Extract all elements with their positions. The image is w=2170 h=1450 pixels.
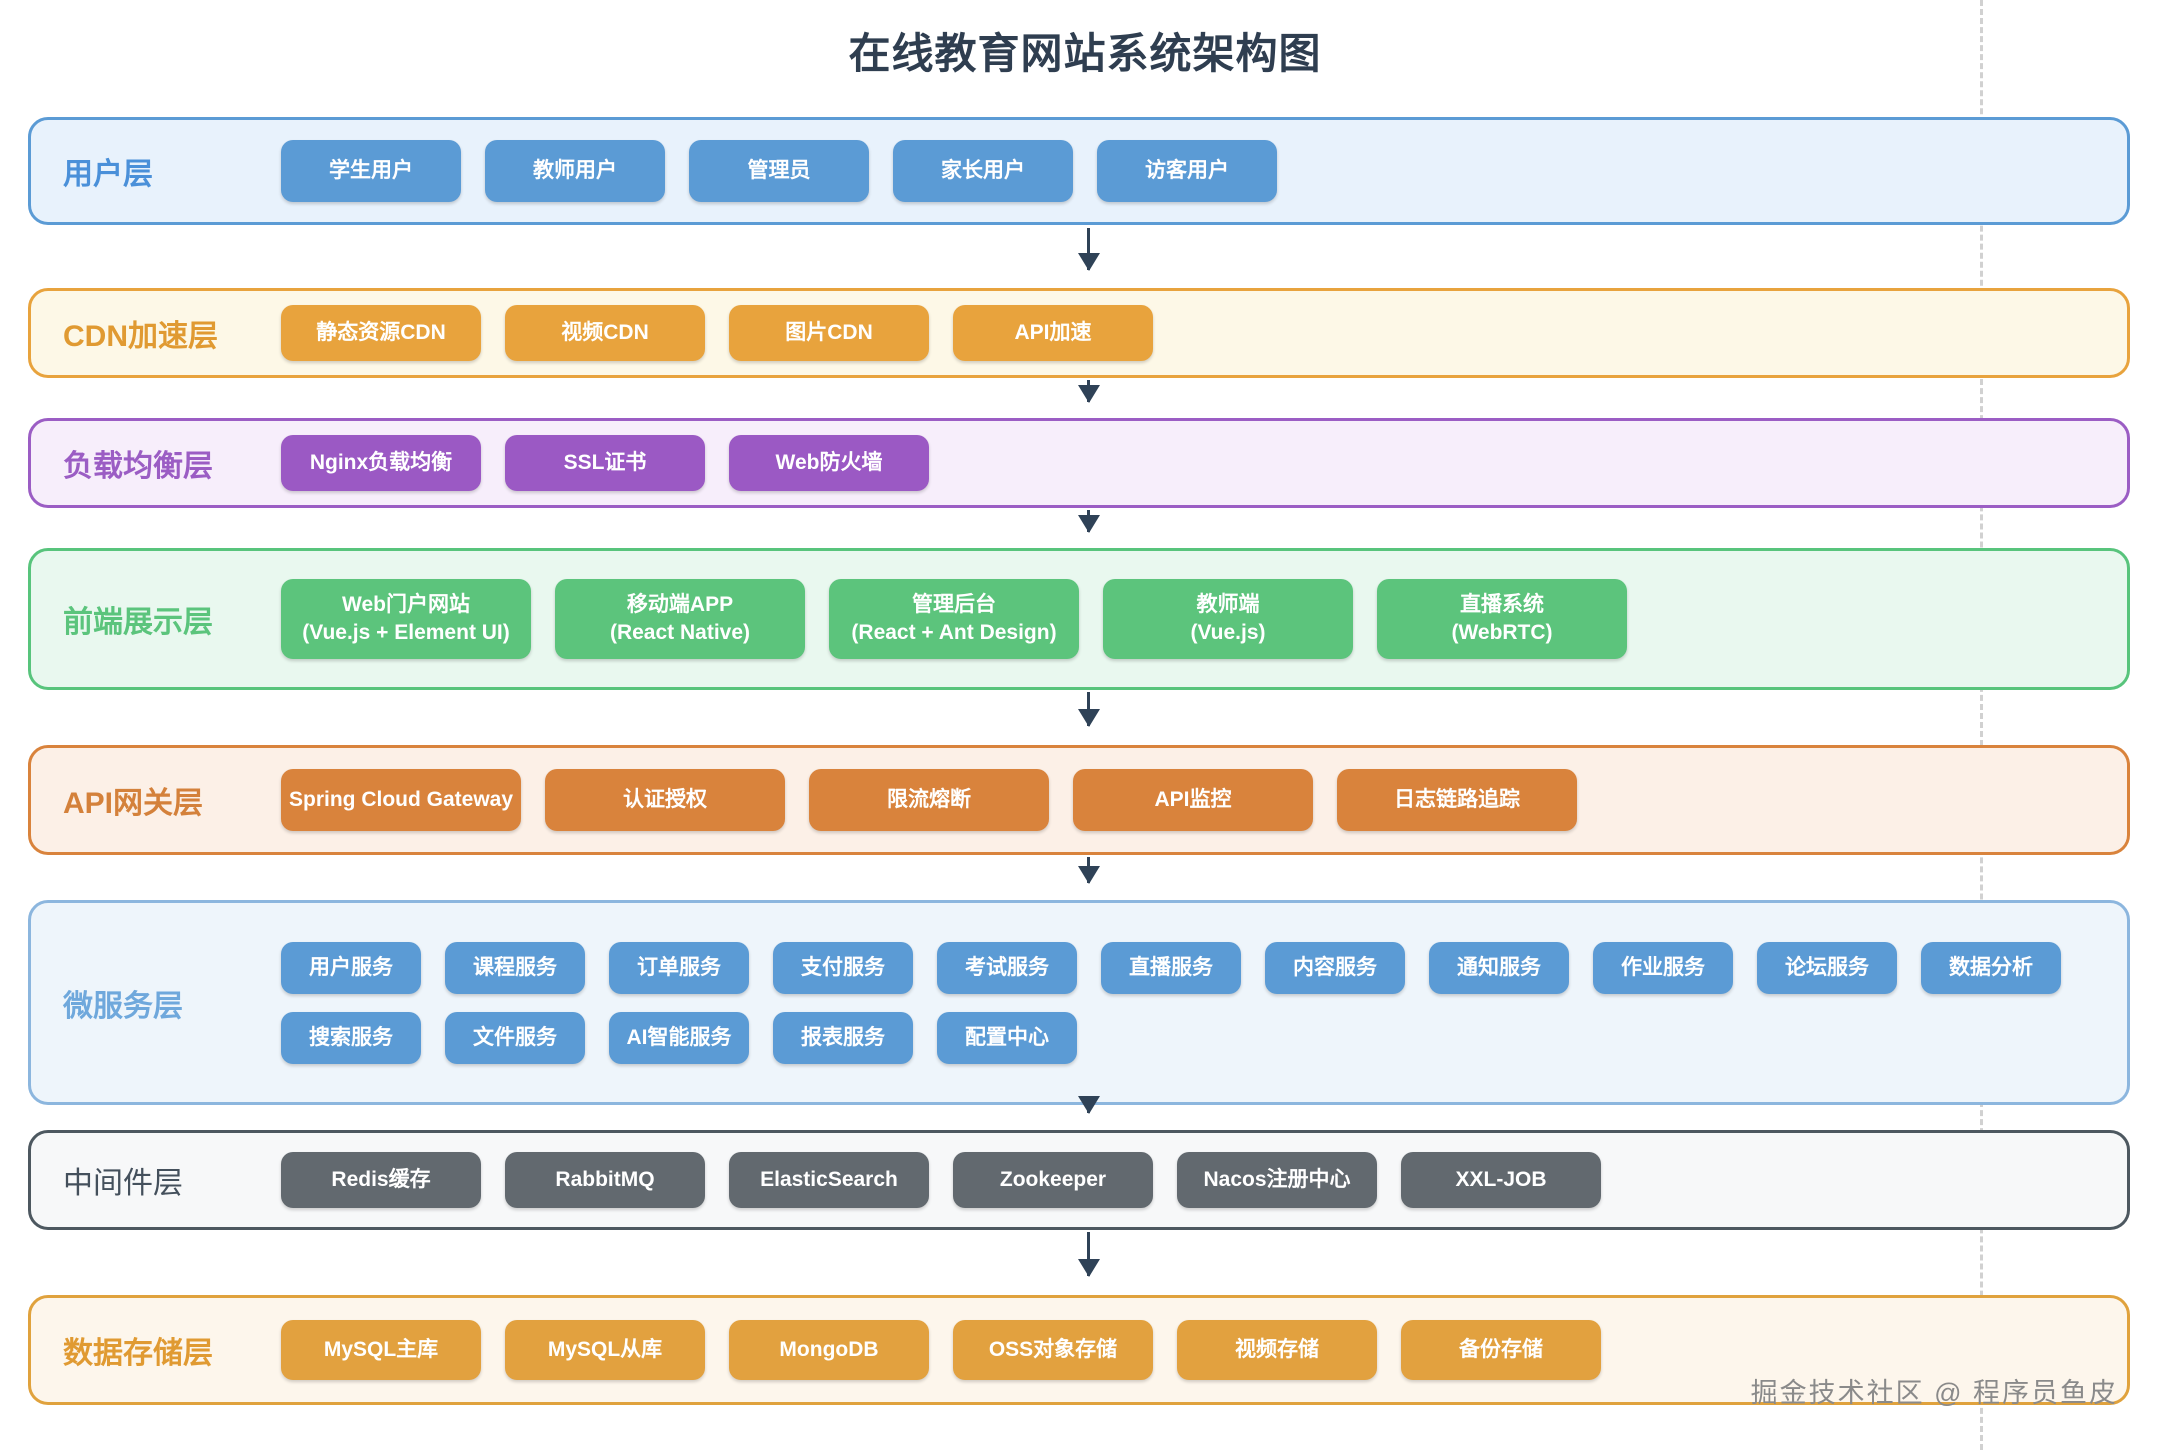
loadbalance-layer: 负载均衡层 Nginx负载均衡 SSL证书 Web防火墙 — [28, 418, 2130, 508]
arrow-cdn-to-loadbalance — [1087, 380, 1090, 402]
node-box[interactable]: 移动端APP (React Native) — [555, 579, 805, 659]
watermark-credit: 掘金技术社区 @ 程序员鱼皮 — [1750, 1378, 2118, 1408]
node-box[interactable]: 限流熔断 — [809, 769, 1049, 831]
node-box[interactable]: 管理员 — [689, 140, 869, 202]
arrow-micro-to-middleware — [1087, 1107, 1090, 1113]
node-box[interactable]: 配置中心 — [937, 1011, 1077, 1064]
node-box[interactable]: 图片CDN — [729, 305, 929, 361]
microservice-layer-nodes: 用户服务课程服务订单服务支付服务考试服务直播服务内容服务通知服务作业服务论坛服务… — [281, 941, 2127, 1064]
user-layer: 用户层 学生用户教师用户管理员家长用户访客用户 — [28, 117, 2130, 225]
node-box[interactable]: 备份存储 — [1401, 1320, 1601, 1380]
arrow-front-to-gateway — [1087, 692, 1090, 726]
node-box[interactable]: 直播系统 (WebRTC) — [1377, 579, 1627, 659]
node-box[interactable]: ElasticSearch — [729, 1152, 929, 1208]
node-box[interactable]: Spring Cloud Gateway — [281, 769, 521, 831]
frontend-layer-nodes: Web门户网站 (Vue.js + Element UI) 移动端APP (Rea… — [281, 579, 2127, 659]
apigateway-layer-title: API网关层 — [63, 787, 204, 820]
user-layer-nodes: 学生用户教师用户管理员家长用户访客用户 — [281, 140, 2127, 202]
node-box[interactable]: 作业服务 — [1593, 941, 1733, 994]
cdn-layer-title: CDN加速层 — [63, 320, 218, 353]
node-box[interactable]: 学生用户 — [281, 140, 461, 202]
node-box[interactable]: 家长用户 — [893, 140, 1073, 202]
node-box[interactable]: XXL-JOB — [1401, 1152, 1601, 1208]
cdn-layer-nodes: 静态资源CDN 视频CDN 图片CDN API加速 — [281, 305, 2127, 361]
microservice-layer: 微服务层 用户服务课程服务订单服务支付服务考试服务直播服务内容服务通知服务作业服务… — [28, 900, 2130, 1105]
node-box[interactable]: MySQL从库 — [505, 1320, 705, 1380]
node-box[interactable]: MongoDB — [729, 1320, 929, 1380]
node-box[interactable]: 视频CDN — [505, 305, 705, 361]
storage-layer: 数据存储层 MySQL主库 MySQL从库 MongoDB OSS对象存储视频存储备份存… — [28, 1295, 2130, 1405]
storage-layer-title: 数据存储层 — [63, 1337, 213, 1370]
arrow-gateway-to-micro — [1087, 857, 1090, 883]
node-box[interactable]: 报表服务 — [773, 1011, 913, 1064]
node-box[interactable]: 搜索服务 — [281, 1011, 421, 1064]
node-box[interactable]: 视频存储 — [1177, 1320, 1377, 1380]
arrow-user-to-cdn — [1087, 228, 1090, 270]
frontend-layer-title: 前端展示层 — [63, 606, 213, 639]
arrow-middleware-to-storage — [1087, 1232, 1090, 1276]
node-box[interactable]: 文件服务 — [445, 1011, 585, 1064]
user-layer-title: 用户层 — [63, 158, 153, 191]
page-title: 在线教育网站系统架构图 — [848, 30, 1322, 77]
node-box[interactable]: 教师端 (Vue.js) — [1103, 579, 1353, 659]
node-box[interactable]: 认证授权 — [545, 769, 785, 831]
apigateway-layer: API网关层 Spring Cloud Gateway 认证授权限流熔断 API监控日… — [28, 745, 2130, 855]
node-box[interactable]: MySQL主库 — [281, 1320, 481, 1380]
node-box[interactable]: Nginx负载均衡 — [281, 435, 481, 491]
node-box[interactable]: Web防火墙 — [729, 435, 929, 491]
storage-layer-nodes: MySQL主库 MySQL从库 MongoDB OSS对象存储视频存储备份存储 — [281, 1320, 2127, 1380]
middleware-layer: 中间件层 Redis缓存 RabbitMQ ElasticSearch Zookeepe… — [28, 1130, 2130, 1230]
node-box[interactable]: 论坛服务 — [1757, 941, 1897, 994]
node-box[interactable]: 日志链路追踪 — [1337, 769, 1577, 831]
node-box[interactable]: API监控 — [1073, 769, 1313, 831]
arrow-loadbalance-to-front — [1087, 510, 1090, 532]
node-box[interactable]: Nacos注册中心 — [1177, 1152, 1377, 1208]
node-box[interactable]: Web门户网站 (Vue.js + Element UI) — [281, 579, 531, 659]
middleware-layer-title: 中间件层 — [63, 1167, 183, 1200]
node-box[interactable]: 访客用户 — [1097, 140, 1277, 202]
node-box[interactable]: 用户服务 — [281, 941, 421, 994]
node-box[interactable]: 直播服务 — [1101, 941, 1241, 994]
cdn-layer: CDN加速层 静态资源CDN 视频CDN 图片CDN API加速 — [28, 288, 2130, 378]
node-box[interactable]: 订单服务 — [609, 941, 749, 994]
node-box[interactable]: 内容服务 — [1265, 941, 1405, 994]
loadbalance-layer-title: 负载均衡层 — [63, 450, 213, 483]
node-box[interactable]: 通知服务 — [1429, 941, 1569, 994]
apigateway-layer-nodes: Spring Cloud Gateway 认证授权限流熔断 API监控日志链路追踪 — [281, 769, 2127, 831]
node-box[interactable]: 教师用户 — [485, 140, 665, 202]
loadbalance-layer-nodes: Nginx负载均衡 SSL证书 Web防火墙 — [281, 435, 2127, 491]
node-box[interactable]: SSL证书 — [505, 435, 705, 491]
node-box[interactable]: API加速 — [953, 305, 1153, 361]
dashed-guide-line — [1980, 0, 1983, 1450]
node-box[interactable]: AI智能服务 — [609, 1011, 749, 1064]
microservice-layer-title: 微服务层 — [63, 989, 183, 1023]
node-box[interactable]: Redis缓存 — [281, 1152, 481, 1208]
node-box[interactable]: OSS对象存储 — [953, 1320, 1153, 1380]
node-box[interactable]: 管理后台 (React + Ant Design) — [829, 579, 1079, 659]
node-box[interactable]: 静态资源CDN — [281, 305, 481, 361]
node-box[interactable]: 课程服务 — [445, 941, 585, 994]
node-box[interactable]: RabbitMQ — [505, 1152, 705, 1208]
node-box[interactable]: Zookeeper — [953, 1152, 1153, 1208]
middleware-layer-nodes: Redis缓存 RabbitMQ ElasticSearch Zookeeper Nac… — [281, 1152, 2127, 1208]
frontend-layer: 前端展示层 Web门户网站 (Vue.js + Element UI) 移动端APP… — [28, 548, 2130, 690]
node-box[interactable]: 支付服务 — [773, 941, 913, 994]
node-box[interactable]: 考试服务 — [937, 941, 1077, 994]
node-box[interactable]: 数据分析 — [1921, 941, 2061, 994]
